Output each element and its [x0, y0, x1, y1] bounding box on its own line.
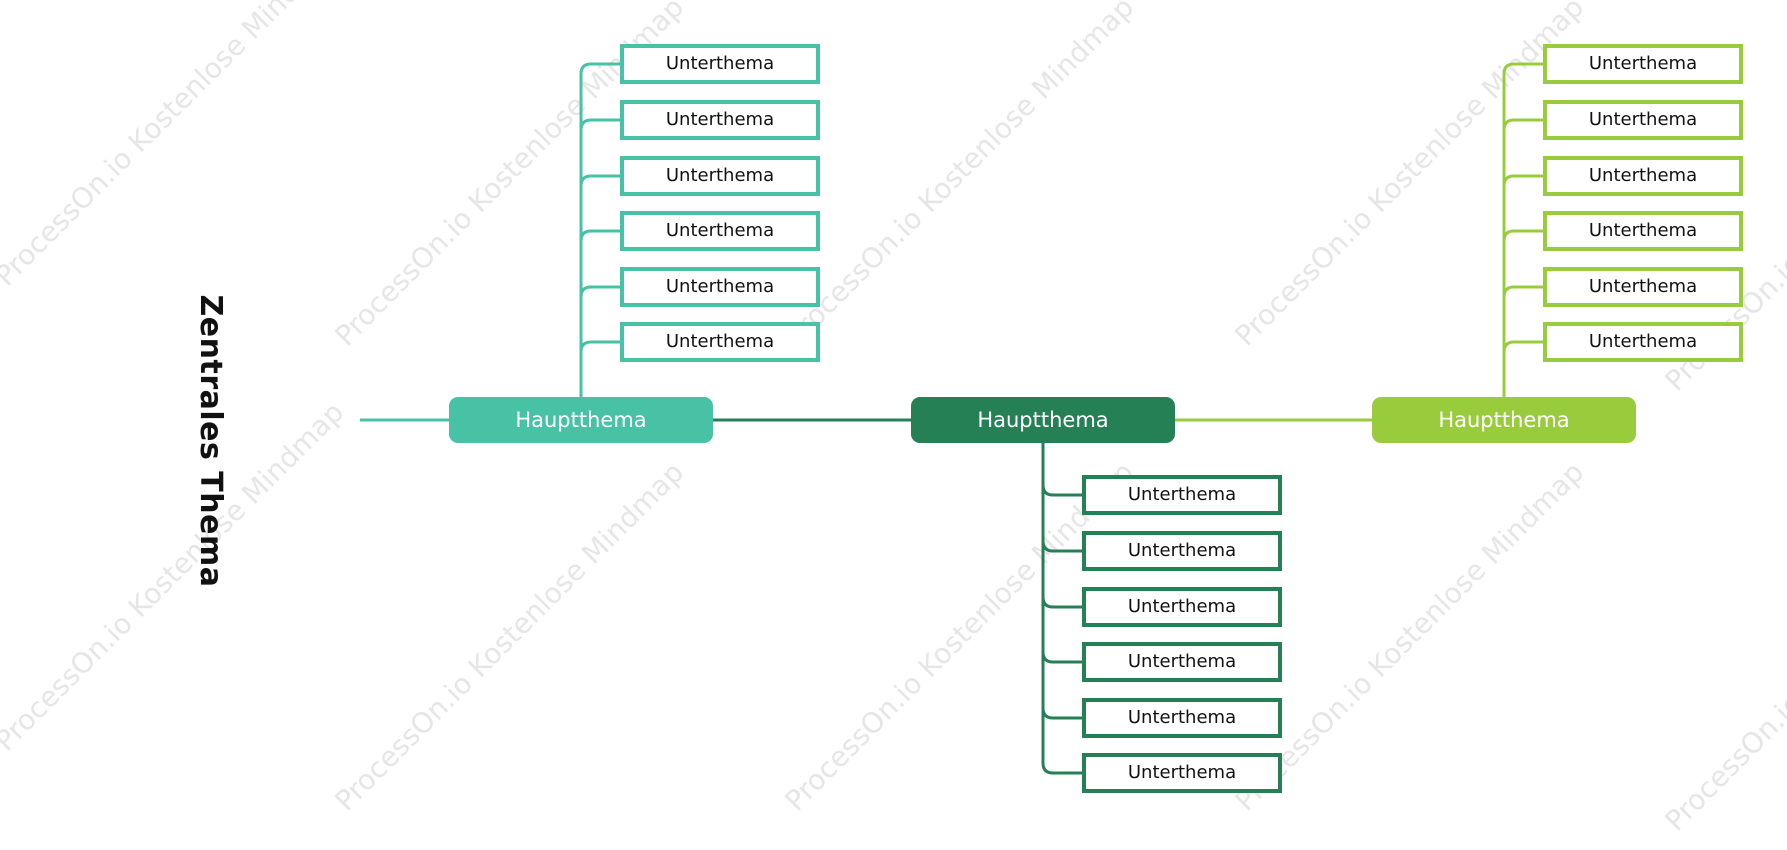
subtopic-connector	[1041, 651, 1082, 664]
subtopic-connector	[579, 285, 620, 298]
main-topic[interactable]: Hauptthema	[1372, 397, 1636, 443]
subtopic-connector	[1041, 596, 1082, 609]
subtopic[interactable]: Unterthema	[620, 100, 820, 140]
main-topic[interactable]: Hauptthema	[449, 397, 713, 443]
subtopic[interactable]: Unterthema	[620, 44, 820, 84]
subtopic[interactable]: Unterthema	[1543, 100, 1743, 140]
subtopic[interactable]: Unterthema	[620, 211, 820, 251]
subtopic[interactable]: Unterthema	[1082, 698, 1282, 738]
central-topic[interactable]: Zentrales Thema	[193, 294, 228, 588]
subtopic-connector	[1502, 118, 1543, 131]
subtopic-connector	[1041, 540, 1082, 553]
subtopic-connector	[1502, 340, 1543, 353]
subtopic-connector	[1502, 229, 1543, 242]
subtopic[interactable]: Unterthema	[620, 267, 820, 307]
subtopic[interactable]: Unterthema	[1082, 587, 1282, 627]
subtopic[interactable]: Unterthema	[1082, 642, 1282, 682]
subtopic-connector	[579, 229, 620, 242]
subtopic[interactable]: Unterthema	[1543, 267, 1743, 307]
main-topic[interactable]: Hauptthema	[911, 397, 1175, 443]
subtopic[interactable]: Unterthema	[1543, 322, 1743, 362]
subtopic-connector	[1041, 762, 1082, 775]
subtopic-connector	[579, 340, 620, 353]
subtopic-connector	[1502, 285, 1543, 298]
subtopic[interactable]: Unterthema	[620, 156, 820, 196]
subtopic[interactable]: Unterthema	[1543, 156, 1743, 196]
subtopic-connector	[1502, 174, 1543, 187]
subtopic-connector	[579, 174, 620, 187]
subtopic[interactable]: Unterthema	[1543, 211, 1743, 251]
subtopic-connector	[1502, 62, 1543, 75]
subtopic-connector	[1041, 707, 1082, 720]
subtopic[interactable]: Unterthema	[1082, 753, 1282, 793]
subtopic-connector	[579, 118, 620, 131]
subtopic[interactable]: Unterthema	[1082, 475, 1282, 515]
subtopic-connector	[579, 62, 620, 75]
subtopic[interactable]: Unterthema	[1082, 531, 1282, 571]
subtopic[interactable]: Unterthema	[620, 322, 820, 362]
subtopic-connector	[1041, 484, 1082, 497]
subtopic[interactable]: Unterthema	[1543, 44, 1743, 84]
